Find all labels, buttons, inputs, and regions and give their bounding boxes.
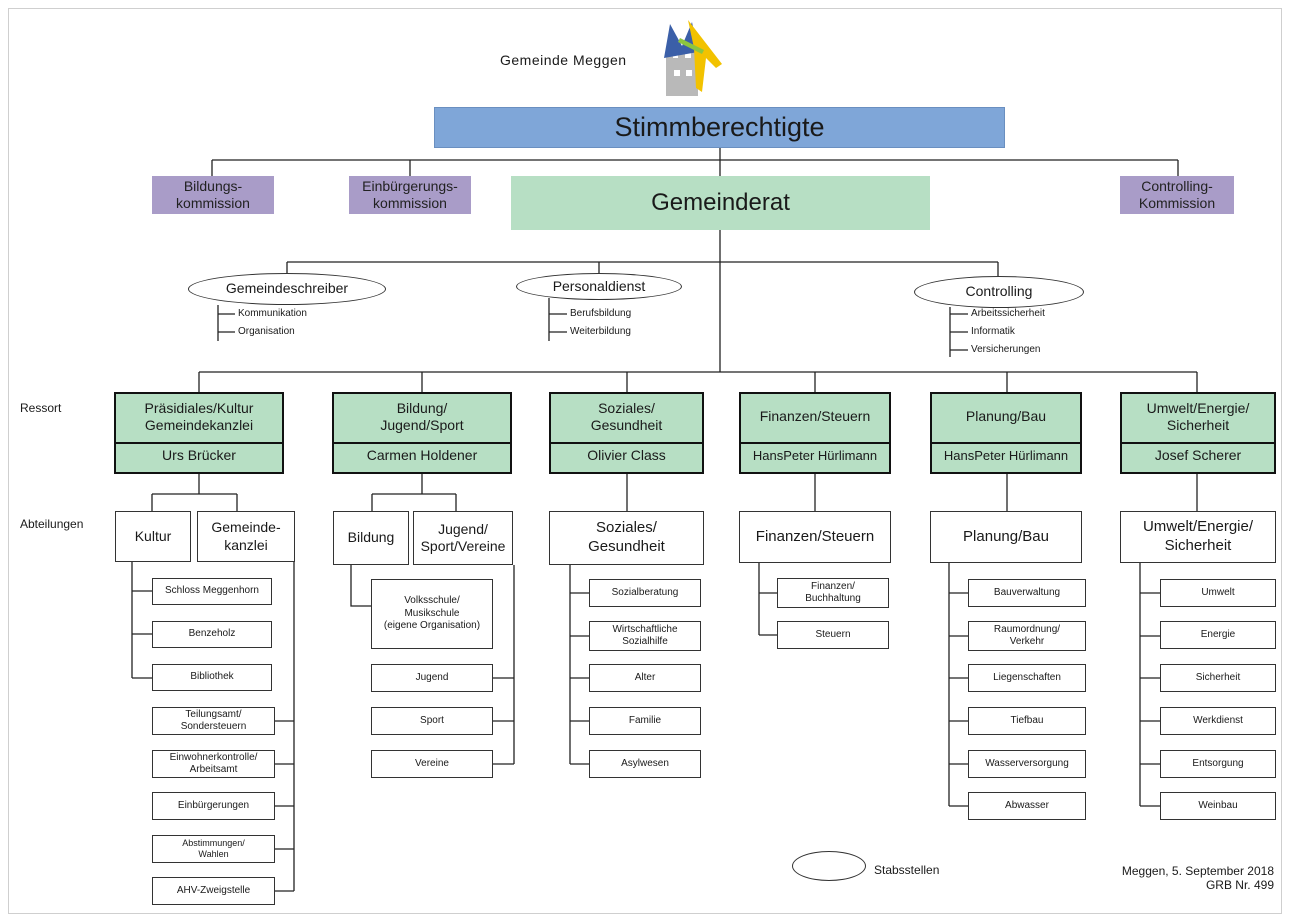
staff-subitem: Arbeitssicherheit <box>971 308 1045 319</box>
unit-box: Einbürgerungen <box>152 792 275 820</box>
footer: Meggen, 5. September 2018 GRB Nr. 499 <box>1121 864 1274 893</box>
dept-soziales: Soziales/ Gesundheit <box>549 511 704 565</box>
dept-bildung: Bildung <box>333 511 409 565</box>
ressort-title: Bildung/ Jugend/Sport <box>380 399 464 434</box>
meggen-logo-icon <box>664 20 722 96</box>
ressort-divider <box>334 442 510 444</box>
ressort-head: HansPeter Hürlimann <box>752 447 878 463</box>
footer-ref: GRB Nr. 499 <box>1205 877 1274 892</box>
ressort-planung: Planung/Bau HansPeter Hürlimann <box>930 392 1082 474</box>
ressort-title: Umwelt/Energie/ Sicherheit <box>1146 399 1250 434</box>
staff-subitem: Berufsbildung <box>570 308 632 319</box>
dept-kultur: Kultur <box>115 511 191 562</box>
ressort-head: Josef Scherer <box>1154 447 1242 464</box>
unit-box: Energie <box>1160 621 1276 649</box>
ressort-label: Ressort <box>20 401 62 415</box>
unit-box: Tiefbau <box>968 707 1086 735</box>
page-frame <box>8 8 1282 914</box>
commission-label: Bildungs- kommission <box>176 177 250 212</box>
legend-label: Stabsstellen <box>874 863 940 877</box>
unit-box: Entsorgung <box>1160 750 1276 778</box>
unit-box: Vereine <box>371 750 493 778</box>
ressort-finanzen: Finanzen/Steuern HansPeter Hürlimann <box>739 392 891 474</box>
unit-box: Sozialberatung <box>589 579 701 607</box>
org-name: Gemeinde Meggen <box>500 52 627 68</box>
staff-subitem: Versicherungen <box>971 344 1041 355</box>
ressort-head: Carmen Holdener <box>366 447 478 464</box>
unit-box: Teilungsamt/ Sondersteuern <box>152 707 275 735</box>
unit-box: Steuern <box>777 621 889 649</box>
unit-box: Sport <box>371 707 493 735</box>
commission-label: Einbürgerungs- kommission <box>362 177 458 212</box>
ressort-divider <box>1122 442 1274 444</box>
unit-box: Schloss Meggenhorn <box>152 578 272 605</box>
ressort-head: Urs Brücker <box>162 447 236 464</box>
footer-date: Meggen, 5. September 2018 <box>1121 864 1274 878</box>
staff-subitem: Kommunikation <box>238 308 307 319</box>
ressort-divider <box>741 442 889 444</box>
unit-box: Bauverwaltung <box>968 579 1086 607</box>
ressort-umwelt: Umwelt/Energie/ Sicherheit Josef Scherer <box>1120 392 1276 474</box>
ressort-title: Planung/Bau <box>965 408 1047 425</box>
abteilungen-label: Abteilungen <box>20 517 84 531</box>
unit-box: Asylwesen <box>589 750 701 778</box>
dept-planung: Planung/Bau <box>930 511 1082 563</box>
unit-box: Volksschule/ Musikschule (eigene Organis… <box>371 579 493 649</box>
ressort-head: Olivier Class <box>587 447 666 464</box>
ressort-head: HansPeter Hürlimann <box>943 447 1069 463</box>
unit-box: Bibliothek <box>152 664 272 691</box>
ressort-title: Soziales/ Gesundheit <box>590 399 663 434</box>
ressort-divider <box>932 442 1080 444</box>
commission-label: Controlling- Kommission <box>1138 177 1216 212</box>
unit-box: Wasserversorgung <box>968 750 1086 778</box>
unit-box: Raumordnung/ Verkehr <box>968 621 1086 651</box>
dept-gemeindekanzlei: Gemeinde- kanzlei <box>197 511 295 562</box>
unit-box: Jugend <box>371 664 493 692</box>
staff-unit-personaldienst: Personaldienst <box>516 273 682 300</box>
ressort-title: Präsidiales/Kultur Gemeindekanzlei <box>144 399 254 434</box>
commission-einbuergerung: Einbürgerungs- kommission <box>349 176 471 214</box>
legend-stabsstelle-shape <box>792 851 866 881</box>
unit-box: Sicherheit <box>1160 664 1276 692</box>
unit-box: AHV-Zweigstelle <box>152 877 275 905</box>
unit-box: Wirtschaftliche Sozialhilfe <box>589 621 701 651</box>
unit-box: Liegenschaften <box>968 664 1086 692</box>
unit-box: Weinbau <box>1160 792 1276 820</box>
ressort-soziales: Soziales/ Gesundheit Olivier Class <box>549 392 704 474</box>
staff-unit-controlling: Controlling <box>914 276 1084 308</box>
ressort-divider <box>116 442 282 444</box>
dept-jugend-sport-vereine: Jugend/ Sport/Vereine <box>413 511 513 565</box>
dept-finanzen: Finanzen/Steuern <box>739 511 891 563</box>
staff-subitem: Weiterbildung <box>570 326 631 337</box>
staff-unit-gemeindeschreiber: Gemeindeschreiber <box>188 273 386 305</box>
ressort-praesidiales: Präsidiales/Kultur Gemeindekanzlei Urs B… <box>114 392 284 474</box>
ressort-title: Finanzen/Steuern <box>759 408 871 425</box>
stimmberechtigte-box: Stimmberechtigte <box>434 107 1005 148</box>
gemeinderat-box: Gemeinderat <box>511 176 930 230</box>
dept-umwelt: Umwelt/Energie/ Sicherheit <box>1120 511 1276 563</box>
unit-box: Umwelt <box>1160 579 1276 607</box>
ressort-bildung: Bildung/ Jugend/Sport Carmen Holdener <box>332 392 512 474</box>
unit-box: Alter <box>589 664 701 692</box>
staff-subitem: Informatik <box>971 326 1015 337</box>
commission-controlling: Controlling- Kommission <box>1120 176 1234 214</box>
ressort-divider <box>551 442 702 444</box>
unit-box: Werkdienst <box>1160 707 1276 735</box>
unit-box: Abstimmungen/ Wahlen <box>152 835 275 863</box>
commission-bildung: Bildungs- kommission <box>152 176 274 214</box>
unit-box: Finanzen/ Buchhaltung <box>777 578 889 608</box>
staff-subitem: Organisation <box>238 326 295 337</box>
unit-box: Benzeholz <box>152 621 272 648</box>
unit-box: Einwohnerkontrolle/ Arbeitsamt <box>152 750 275 778</box>
unit-box: Familie <box>589 707 701 735</box>
unit-box: Abwasser <box>968 792 1086 820</box>
